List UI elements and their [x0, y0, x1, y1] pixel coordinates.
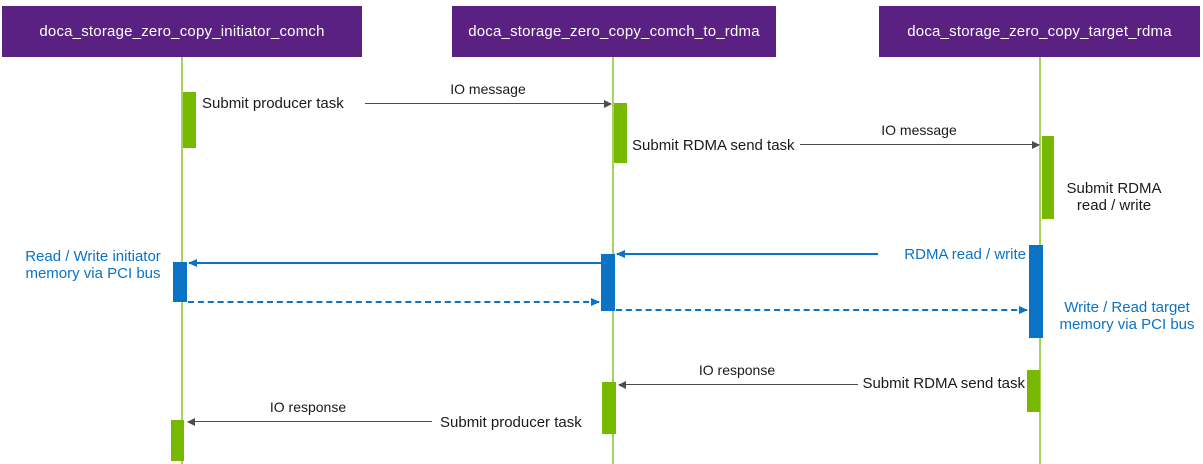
lifeline-initiator	[181, 57, 183, 464]
arrow-pci-to-initiator	[188, 259, 601, 267]
label-rdma-read-write: RDMA read / write	[878, 246, 1029, 263]
label-write-read-target-pci: Write / Read target memory via PCI bus	[1059, 299, 1195, 333]
arrow-io-response-1	[618, 381, 858, 389]
actor-label-initiator: doca_storage_zero_copy_initiator_comch	[39, 23, 325, 40]
activation-initiator-producer	[183, 92, 196, 148]
activation-comch-pci	[601, 254, 615, 311]
activation-comch-rdma-send	[614, 103, 627, 163]
arrow-io-message-2	[800, 141, 1040, 149]
arrow-pci-return-comch-to-target	[616, 306, 1028, 314]
label-submit-rdma-read-write: Submit RDMA read / write	[1066, 180, 1162, 214]
arrow-io-message-1	[365, 100, 612, 108]
activation-initiator-response	[171, 420, 184, 461]
message-label-io-response-1: IO response	[698, 362, 776, 378]
activation-initiator-pci	[173, 262, 187, 302]
label-submit-rdma-send-task-1: Submit RDMA send task	[632, 137, 795, 154]
arrowhead-left-icon	[188, 259, 197, 267]
arrowhead-right-icon	[591, 298, 600, 306]
label-submit-producer-task-1: Submit producer task	[202, 95, 344, 112]
message-label-io-message-1: IO message	[450, 81, 526, 97]
actor-label-comch-to-rdma: doca_storage_zero_copy_comch_to_rdma	[468, 23, 760, 40]
arrowhead-left-icon	[616, 250, 625, 258]
activation-comch-producer-response	[602, 382, 616, 434]
message-label-io-response-2: IO response	[269, 399, 347, 415]
arrowhead-right-icon	[1019, 306, 1028, 314]
actor-box-comch-to-rdma: doca_storage_zero_copy_comch_to_rdma	[452, 6, 776, 57]
arrowhead-right-icon	[1032, 141, 1040, 149]
arrowhead-left-icon	[187, 418, 195, 426]
actor-box-initiator: doca_storage_zero_copy_initiator_comch	[2, 6, 362, 57]
activation-target-pci	[1029, 245, 1043, 338]
arrow-io-response-2	[187, 418, 432, 426]
activation-target-rdma-readwrite	[1042, 136, 1054, 219]
arrow-pci-return-initiator-to-comch	[188, 298, 600, 306]
arrow-rdma-read-write	[616, 250, 1029, 258]
activation-target-rdma-send-response	[1027, 370, 1040, 412]
arrowhead-left-icon	[618, 381, 626, 389]
message-label-io-message-2: IO message	[881, 122, 957, 138]
label-read-write-initiator-pci: Read / Write initiator memory via PCI bu…	[25, 248, 161, 282]
label-submit-producer-task-2: Submit producer task	[440, 414, 582, 431]
actor-box-target: doca_storage_zero_copy_target_rdma	[879, 6, 1200, 57]
actor-label-target: doca_storage_zero_copy_target_rdma	[907, 23, 1172, 40]
label-submit-rdma-send-task-2: Submit RDMA send task	[862, 375, 1025, 392]
arrowhead-right-icon	[604, 100, 612, 108]
